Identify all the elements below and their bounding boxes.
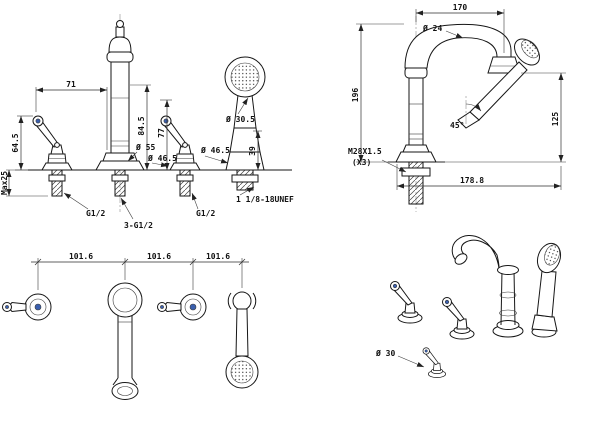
thread-g12-left: G1/2: [63, 192, 105, 218]
dim-196: 196: [351, 23, 404, 163]
spout-perspective: [451, 235, 524, 338]
dim-d46-5-a-label: Ø 46.5: [147, 153, 177, 163]
dim-d30: Ø 30: [375, 348, 425, 368]
shower-face-top: [230, 360, 254, 384]
diverter-perspective: [422, 347, 447, 378]
dim-71: 71: [35, 80, 108, 150]
dim-spacing-2-label: 101.6: [147, 252, 171, 261]
handshower-front: [224, 56, 266, 171]
front-view: 71 64.5 Max25 84.5 77: [0, 14, 294, 230]
dim-196-label: 196: [351, 88, 360, 103]
thread-g12-right-label: G1/2: [196, 209, 215, 218]
dim-d30-5: Ø 30.5: [225, 97, 255, 124]
handshower-perspective: [531, 242, 562, 338]
dim-178-8: 178.8: [396, 164, 562, 190]
dim-84-5: 84.5: [130, 84, 151, 170]
dim-d55-label: Ø 55: [135, 142, 155, 152]
perspective-view: Ø 30: [375, 235, 562, 378]
handle-left-tail: [48, 169, 66, 197]
dim-77: 77: [157, 99, 172, 170]
dim-45deg: 45°: [450, 94, 482, 130]
spout-top: [107, 282, 143, 400]
thread-m28-qty-label: (X3): [352, 158, 371, 167]
dim-d46-5-b-label: Ø 46.5: [200, 145, 230, 155]
thread-m28: M28X1.5 (X3): [348, 147, 407, 173]
thread-g12-left-label: G1/2: [86, 209, 105, 218]
handshower-tail: [231, 169, 259, 191]
handshower-top: [225, 291, 259, 389]
handle-left-top: [2, 293, 52, 321]
dim-71-label: 71: [66, 80, 76, 89]
thread-unef-label: 1 1/8-18UNEF: [236, 195, 294, 204]
dim-max25-label: Max25: [0, 171, 9, 195]
shower-face-front: [230, 62, 260, 92]
dim-77-label: 77: [157, 128, 166, 138]
dim-170-label: 170: [453, 3, 468, 12]
dim-64-5-label: 64.5: [11, 133, 20, 152]
handle-left-front: [32, 115, 73, 171]
spout-tail: [111, 169, 129, 197]
dim-45deg-label: 45°: [450, 121, 464, 130]
dim-125: 125: [436, 72, 566, 163]
dim-125-label: 125: [551, 112, 560, 127]
thread-unef: 1 1/8-18UNEF: [236, 186, 294, 204]
handle-right-top: [157, 293, 207, 321]
thread-3-g12-label: 3-G1/2: [124, 221, 153, 230]
spout-front: [95, 20, 145, 171]
side-view: 170 Ø 24 196 125 45° M28X: [348, 3, 566, 212]
dim-39: 39: [248, 130, 262, 170]
handle-left-perspective: [390, 281, 423, 324]
dim-d46-5-b: Ø 46.5: [200, 145, 230, 164]
dim-d30-label: Ø 30: [375, 348, 395, 358]
dim-d30-5-label: Ø 30.5: [225, 114, 255, 124]
handle-right-tail: [176, 169, 194, 197]
thread-m28-label: M28X1.5: [348, 147, 382, 156]
dim-39-label: 39: [248, 146, 257, 156]
shower-face-side: [521, 39, 539, 59]
dim-spacing: 101.6 101.6 101.6: [31, 252, 249, 290]
top-view: 101.6 101.6 101.6: [2, 252, 259, 400]
spout-outlet-perspective: [454, 253, 468, 265]
handle-right-perspective: [442, 297, 475, 340]
dim-max25: Max25: [0, 169, 48, 197]
dim-d24: Ø 24: [422, 23, 464, 39]
dim-64-5: 64.5: [11, 115, 33, 171]
dim-spacing-3-label: 101.6: [206, 252, 230, 261]
spout-side: [395, 23, 521, 163]
handshower-side: [457, 38, 540, 129]
dim-d55: Ø 55: [127, 142, 155, 162]
shower-face-perspective: [544, 244, 560, 266]
dim-d46-5-a: Ø 46.5: [147, 153, 177, 168]
dim-170: 170: [415, 3, 505, 53]
dim-spacing-1-label: 101.6: [69, 252, 93, 261]
thread-g12-right: G1/2: [191, 192, 215, 218]
dim-84-5-label: 84.5: [137, 116, 146, 135]
dim-d24-label: Ø 24: [422, 23, 442, 33]
side-tail: [401, 161, 431, 205]
dim-178-8-label: 178.8: [460, 176, 484, 185]
thread-3-g12: 3-G1/2: [120, 197, 153, 230]
